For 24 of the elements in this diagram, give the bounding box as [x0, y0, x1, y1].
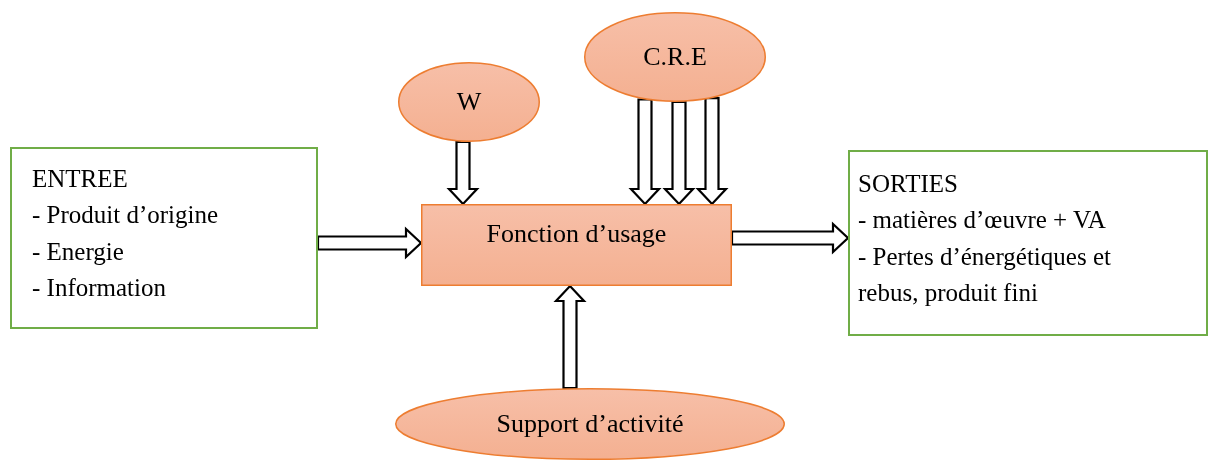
list-item: - matières d’œuvre + VA: [858, 205, 1107, 236]
block-arrow: [628, 98, 662, 206]
block-arrow: [553, 284, 587, 390]
ellipse-node: [584, 12, 766, 102]
list-item: - Produit d’origine: [32, 200, 220, 231]
ellipse-node: [395, 388, 785, 460]
block-arrow: [446, 140, 480, 206]
node-label: Fonction d’usage: [486, 218, 667, 250]
box-heading: SORTIES: [858, 169, 959, 199]
block-arrow: [695, 97, 729, 206]
block-arrow: [730, 221, 850, 255]
list-item: - Energie: [32, 236, 125, 267]
input-box: [10, 147, 318, 329]
box-heading: ENTREE: [32, 164, 129, 194]
block-arrow: [316, 226, 423, 260]
list-item: - Information: [32, 272, 167, 303]
output-box: [848, 150, 1208, 336]
ellipse-node: [398, 62, 540, 142]
block-arrow: [662, 100, 696, 206]
function-box: [421, 204, 732, 286]
node-label: W: [456, 86, 482, 118]
node-label: C.R.E: [643, 41, 707, 73]
node-label: Support d’activité: [496, 408, 684, 440]
list-item: - Pertes d’énergétiques et rebus, produit fini: [858, 241, 1112, 308]
